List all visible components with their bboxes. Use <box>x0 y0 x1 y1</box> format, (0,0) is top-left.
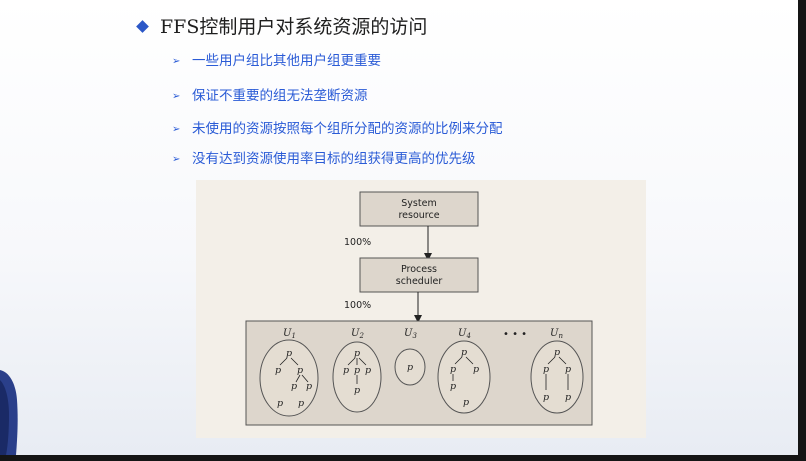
arrow-bullet-icon: ➢ <box>172 56 181 67</box>
ellipsis-dots: • • • <box>503 329 527 340</box>
subitem-2: ➢ 保证不重要的组无法垄断资源 <box>172 84 368 104</box>
svg-text:p: p <box>291 381 297 392</box>
process-scheduler-box <box>359 257 479 293</box>
title-bullet-icon <box>136 20 149 33</box>
user-group-u3 <box>394 348 426 386</box>
arrow-bullet-icon: ➢ <box>172 91 181 102</box>
arrow-bullet-icon: ➢ <box>172 154 181 165</box>
process-tree-u2: p p p p p <box>343 348 371 396</box>
process-scheduler-label: Process <box>401 264 437 275</box>
diagram-svg: System resource 100% Process scheduler 1… <box>245 191 593 426</box>
svg-text:p: p <box>461 347 467 358</box>
svg-text:p: p <box>343 365 349 376</box>
subitem-1: ➢ 一些用户组比其他用户组更重要 <box>172 49 381 69</box>
bottom-edge-bar <box>0 455 806 461</box>
svg-text:p: p <box>565 392 571 403</box>
svg-text:p: p <box>463 397 469 408</box>
percent-label-2: 100% <box>344 300 371 311</box>
subitem-4: ➢ 没有达到资源使用率目标的组获得更高的优先级 <box>172 147 476 167</box>
svg-text:p: p <box>297 365 303 376</box>
svg-text:p: p <box>354 365 360 376</box>
process-u3: p <box>407 362 413 373</box>
process-scheduler-label: scheduler <box>396 276 443 287</box>
svg-text:p: p <box>543 364 549 375</box>
scheduler-diagram: System resource 100% Process scheduler 1… <box>196 180 646 438</box>
slide-title: FFS控制用户对系统资源的访问 <box>160 16 428 38</box>
svg-text:p: p <box>354 385 360 396</box>
svg-text:p: p <box>473 364 479 375</box>
system-resource-label: resource <box>398 210 439 221</box>
process-tree-un: p p p p p <box>543 347 571 403</box>
presenter-silhouette-icon <box>0 370 18 455</box>
svg-text:p: p <box>450 364 456 375</box>
svg-text:p: p <box>554 347 560 358</box>
svg-text:p: p <box>306 381 312 392</box>
system-resource-box <box>359 191 479 227</box>
svg-text:p: p <box>286 348 292 359</box>
process-tree-u1: p p p p p p p <box>275 348 312 409</box>
user-group-u1 <box>259 339 319 417</box>
slide: FFS控制用户对系统资源的访问 ➢ 一些用户组比其他用户组更重要 ➢ 保证不重要的组… <box>0 0 798 455</box>
subitem-3: ➢ 未使用的资源按照每个组所分配的资源的比例来分配 <box>172 117 503 137</box>
svg-text:p: p <box>275 365 281 376</box>
svg-text:p: p <box>354 348 360 359</box>
svg-text:p: p <box>565 364 571 375</box>
svg-text:p: p <box>298 398 304 409</box>
percent-label-1: 100% <box>344 237 371 248</box>
right-edge-bar <box>798 0 806 461</box>
user-group-u4 <box>437 340 491 414</box>
user-group-un <box>530 340 584 414</box>
subitem-text: 未使用的资源按照每个组所分配的资源的比例来分配 <box>192 121 503 137</box>
process-tree-u4: p p p p p <box>450 347 479 408</box>
svg-text:p: p <box>450 381 456 392</box>
subitem-text: 一些用户组比其他用户组更重要 <box>192 53 381 69</box>
subitem-text: 保证不重要的组无法垄断资源 <box>192 88 368 104</box>
subitem-text: 没有达到资源使用率目标的组获得更高的优先级 <box>192 151 476 167</box>
arrow-bullet-icon: ➢ <box>172 124 181 135</box>
svg-text:p: p <box>365 365 371 376</box>
svg-text:p: p <box>277 398 283 409</box>
svg-text:p: p <box>543 392 549 403</box>
system-resource-label: System <box>401 198 436 209</box>
